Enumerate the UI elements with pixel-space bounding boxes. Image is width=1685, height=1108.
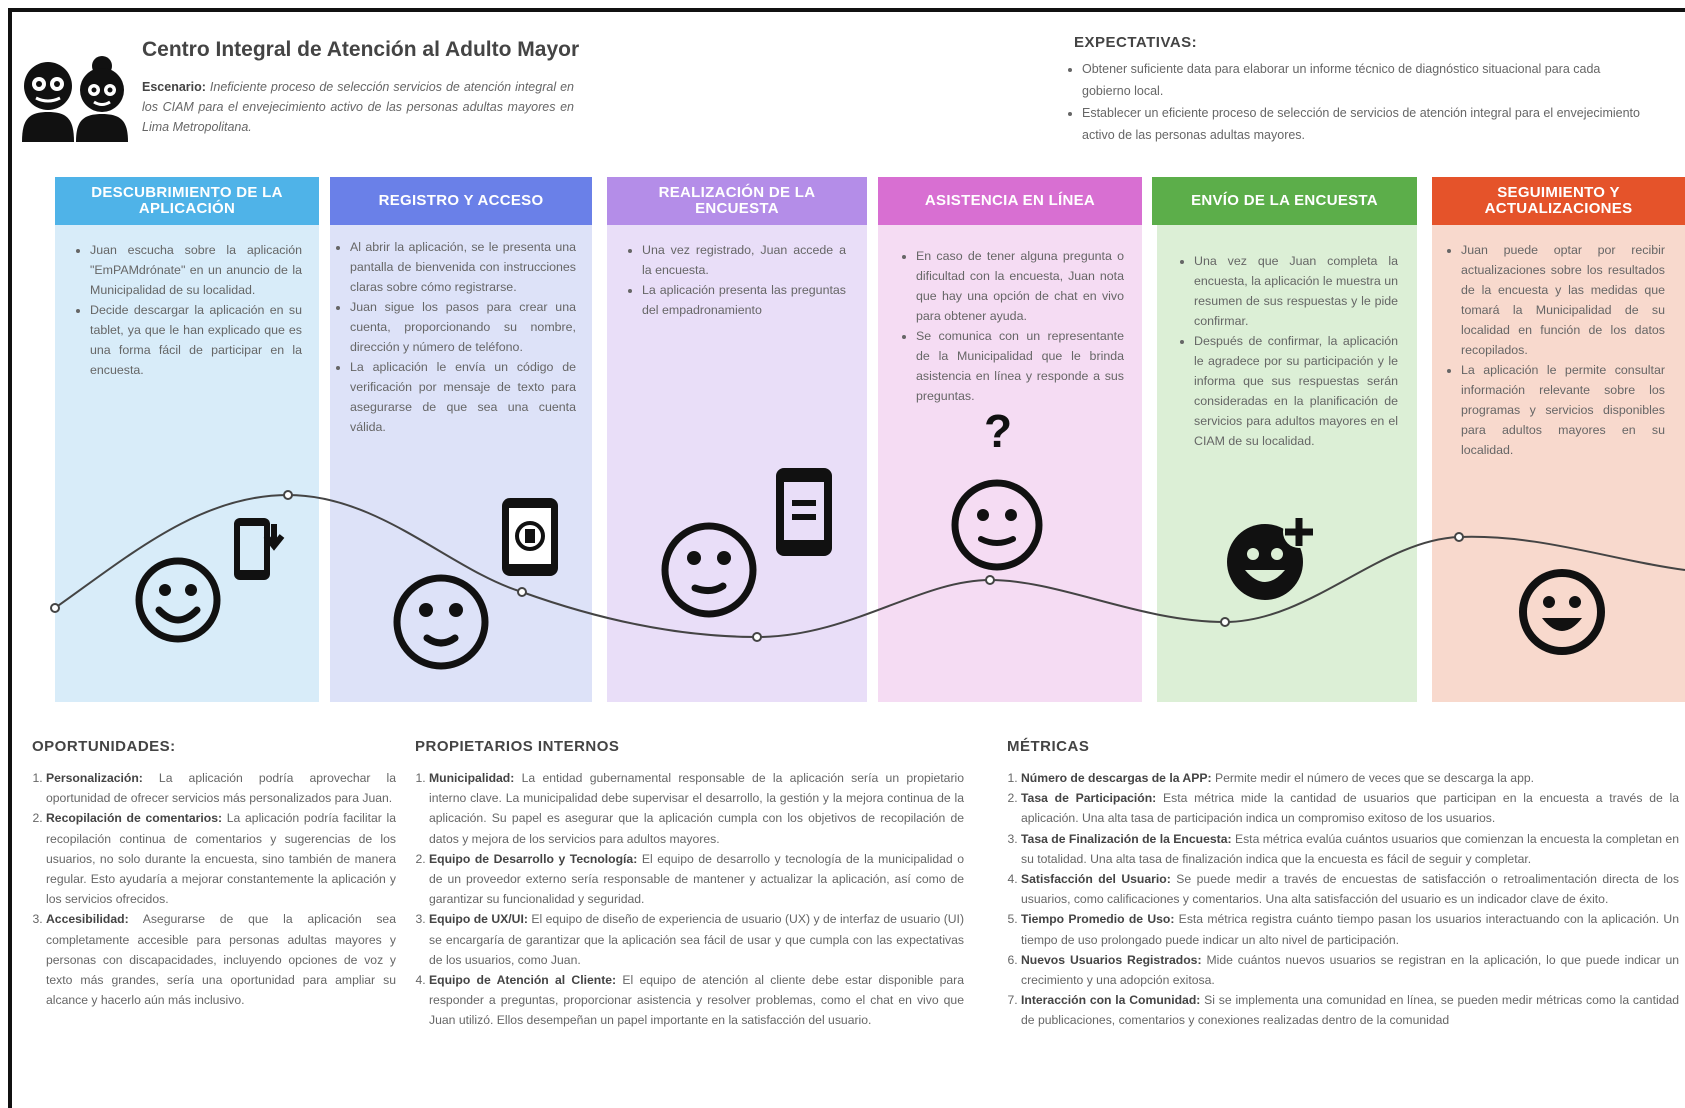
expectations-list: Obtener suficiente data para elaborar un… <box>1064 58 1642 146</box>
item-label: Tasa de Participación: <box>1021 791 1157 806</box>
item-text: La aplicación podría facilitar la recopi… <box>46 811 396 907</box>
item-text: Permite medir el número de veces que se … <box>1211 771 1535 785</box>
stage-description: Al abrir la aplicación, se le presenta u… <box>334 237 576 437</box>
metrics-title: MÉTRICAS <box>1007 738 1090 755</box>
stage-bullet: Juan sigue los pasos para crear una cuen… <box>350 297 576 357</box>
stage-title: ENVÍO DE LA ENCUESTA <box>1152 177 1417 225</box>
stage-bullet: Decide descargar la aplicación en su tab… <box>90 300 302 380</box>
owner-item: Municipalidad: La entidad gubernamental … <box>429 768 964 849</box>
item-label: Personalización: <box>46 771 143 785</box>
item-text: Se puede medir a través de encuestas de … <box>1021 872 1679 907</box>
item-text: Mide cuántos nuevos usuarios se registra… <box>1021 952 1679 988</box>
item-label: Accesibilidad: <box>46 912 129 927</box>
owners-title: PROPIETARIOS INTERNOS <box>415 738 620 755</box>
opportunities-list: Personalización: La aplicación podría ap… <box>30 768 396 1010</box>
stage-description: Juan puede optar por recibir actualizaci… <box>1445 240 1665 460</box>
stage-bullet: La aplicación le envía un código de veri… <box>350 357 576 437</box>
expectation-item: Establecer un eficiente proceso de selec… <box>1082 102 1642 146</box>
item-text: La aplicación podría aprovechar la oport… <box>46 771 396 806</box>
scenario-text: Escenario: Ineficiente proceso de selecc… <box>142 77 574 137</box>
item-text: Esta métrica registra cuánto tiempo pasa… <box>1021 912 1679 947</box>
expectation-item: Obtener suficiente data para elaborar un… <box>1082 58 1642 102</box>
item-label: Tiempo Promedio de Uso: <box>1021 912 1175 927</box>
item-text: Esta métrica mide la cantidad de usuario… <box>1021 791 1679 826</box>
item-text: El equipo de atención al cliente debe es… <box>429 973 964 1028</box>
item-label: Equipo de UX/UI: <box>429 912 528 927</box>
item-text: La entidad gubernamental responsable de … <box>429 771 964 846</box>
opportunity-item: Recopilación de comentarios: La aplicaci… <box>46 808 396 909</box>
opportunity-item: Accesibilidad: Asegurarse de que la apli… <box>46 909 396 1010</box>
owners-list: Municipalidad: La entidad gubernamental … <box>413 768 964 1031</box>
stage-description: Una vez registrado, Juan accede a la enc… <box>626 240 846 320</box>
stage-bullet: Al abrir la aplicación, se le presenta u… <box>350 237 576 297</box>
metric-item: Tiempo Promedio de Uso: Esta métrica reg… <box>1021 909 1679 949</box>
metric-item: Interacción con la Comunidad: Si se impl… <box>1021 990 1679 1030</box>
metric-item: Tasa de Participación: Esta métrica mide… <box>1021 788 1679 828</box>
item-label: Equipo de Atención al Cliente: <box>429 973 617 988</box>
elderly-couple-icon <box>22 56 128 142</box>
stage-bullet: En caso de tener alguna pregunta o dific… <box>916 246 1124 326</box>
owner-item: Equipo de Desarrollo y Tecnología: El eq… <box>429 849 964 910</box>
stage-title: DESCUBRIMIENTO DE LA APLICACIÓN <box>55 177 319 225</box>
stage-description: Una vez que Juan completa la encuesta, l… <box>1178 251 1398 451</box>
metric-item: Número de descargas de la APP: Permite m… <box>1021 768 1679 788</box>
stage-bullet: Después de confirmar, la aplicación le a… <box>1194 331 1398 451</box>
stage-bullet: Juan escucha sobre la aplicación "EmPAMd… <box>90 240 302 300</box>
page-frame <box>8 8 1685 1108</box>
item-label: Equipo de Desarrollo y Tecnología: <box>429 851 638 866</box>
item-text: Si se implementa una comunidad en línea,… <box>1021 993 1680 1028</box>
stage-bullet: Una vez que Juan completa la encuesta, l… <box>1194 251 1398 331</box>
stage-description: En caso de tener alguna pregunta o dific… <box>900 246 1124 406</box>
owner-item: Equipo de UX/UI: El equipo de diseño de … <box>429 909 964 970</box>
stage-bullet: Una vez registrado, Juan accede a la enc… <box>642 240 846 280</box>
metric-item: Nuevos Usuarios Registrados: Mide cuánto… <box>1021 950 1679 990</box>
metrics-list: Número de descargas de la APP: Permite m… <box>1005 768 1679 1031</box>
opportunities-title: OPORTUNIDADES: <box>32 738 176 755</box>
stage-title: ASISTENCIA EN LÍNEA <box>878 177 1142 225</box>
metric-item: Tasa de Finalización de la Encuesta: Est… <box>1021 829 1679 869</box>
item-label: Satisfacción del Usuario: <box>1021 872 1171 887</box>
metric-item: Satisfacción del Usuario: Se puede medir… <box>1021 869 1679 909</box>
stage-title: REALIZACIÓN DE LA ENCUESTA <box>607 177 867 225</box>
stage-bullet: La aplicación le permite consultar infor… <box>1461 360 1665 460</box>
item-text: El equipo de desarrollo y tecnología de … <box>429 851 964 907</box>
item-label: Nuevos Usuarios Registrados: <box>1021 952 1202 967</box>
item-label: Número de descargas de la APP: <box>1021 771 1212 785</box>
page-title: Centro Integral de Atención al Adulto Ma… <box>142 38 580 61</box>
owner-item: Equipo de Atención al Cliente: El equipo… <box>429 970 964 1031</box>
scenario-description: Ineficiente proceso de selección servici… <box>142 80 574 134</box>
item-label: Municipalidad: <box>429 771 515 785</box>
stage-bullet: Se comunica con un representante de la M… <box>916 326 1124 406</box>
expectations-title: EXPECTATIVAS: <box>1074 34 1198 51</box>
scenario-label: Escenario: <box>142 80 206 94</box>
stage-title: SEGUIMIENTO Y ACTUALIZACIONES <box>1432 177 1685 225</box>
opportunity-item: Personalización: La aplicación podría ap… <box>46 768 396 808</box>
item-text: El equipo de diseño de experiencia de us… <box>429 912 964 967</box>
item-label: Interacción con la Comunidad: <box>1021 993 1201 1008</box>
item-label: Recopilación de comentarios: <box>46 811 223 826</box>
stage-description: Juan escucha sobre la aplicación "EmPAMd… <box>74 240 302 380</box>
item-label: Tasa de Finalización de la Encuesta: <box>1021 831 1232 846</box>
stage-bullet: Juan puede optar por recibir actualizaci… <box>1461 240 1665 360</box>
item-text: Asegurarse de que la aplicación sea comp… <box>46 912 396 1008</box>
stage-bullet: La aplicación presenta las preguntas del… <box>642 280 846 320</box>
item-text: Esta métrica evalúa cuántos usuarios que… <box>1021 831 1679 866</box>
stage-title: REGISTRO Y ACCESO <box>330 177 592 225</box>
